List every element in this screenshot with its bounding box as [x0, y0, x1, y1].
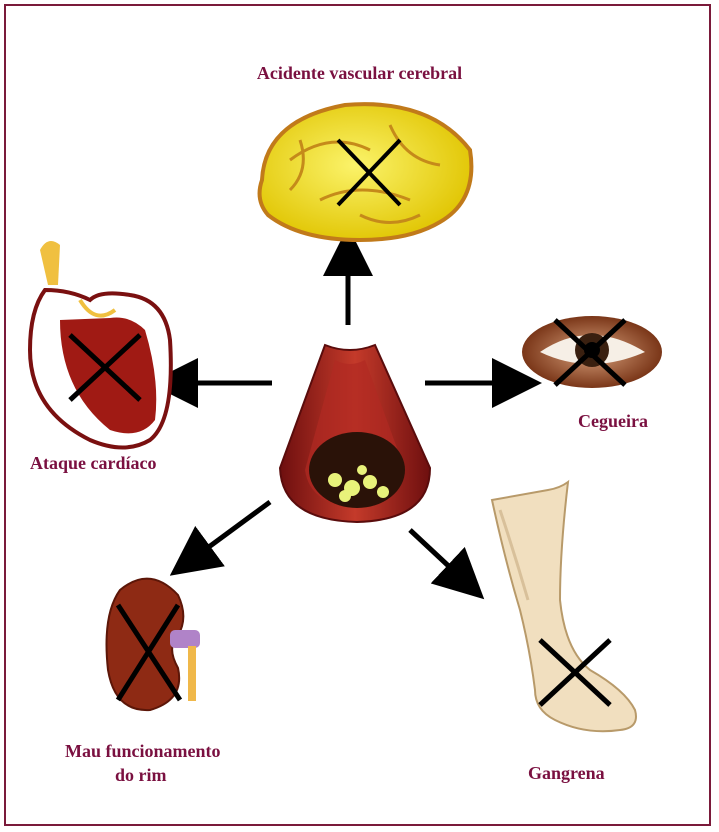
eye-icon [522, 316, 662, 388]
arrow-down-right [410, 530, 455, 572]
label-gangrene: Gangrena [528, 762, 605, 784]
label-kidney-line2: do rim [115, 764, 167, 786]
label-heart-attack: Ataque cardíaco [30, 452, 156, 474]
label-blindness: Cegueira [578, 410, 648, 432]
brain-icon [260, 104, 472, 240]
arrow-down-left [202, 502, 270, 552]
label-stroke: Acidente vascular cerebral [0, 62, 719, 84]
artery-cross-section-icon [280, 345, 430, 522]
leg-icon [492, 482, 636, 731]
label-kidney-line1: Mau funcionamento [65, 740, 221, 762]
kidney-icon [107, 579, 201, 710]
heart-icon [30, 241, 171, 448]
